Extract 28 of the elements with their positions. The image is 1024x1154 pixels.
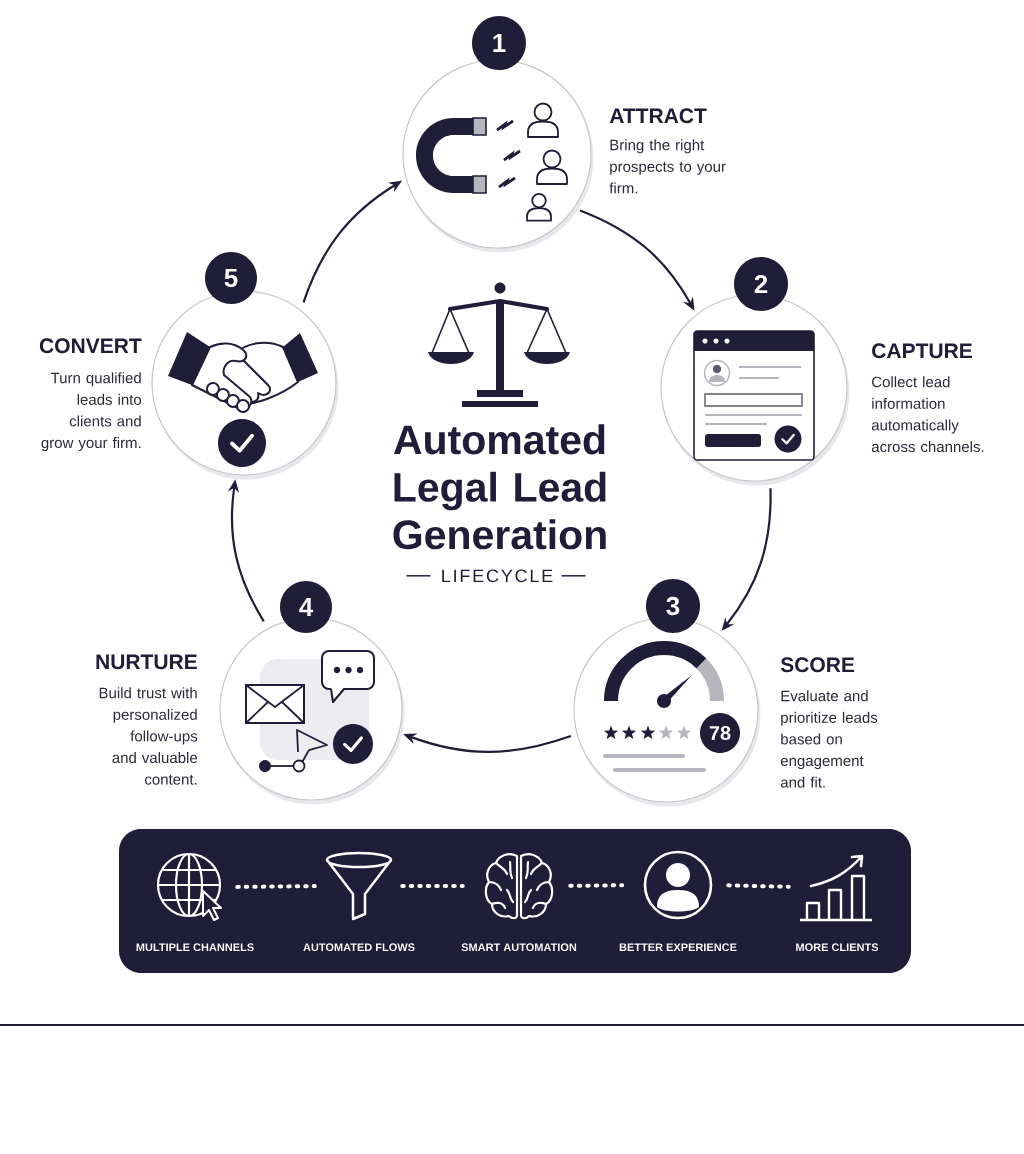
stage-heading: CONVERT xyxy=(39,338,142,354)
dotted-line xyxy=(568,883,625,888)
title: Automated Legal Lead Generation xyxy=(393,424,606,550)
number-badge: 5 xyxy=(205,252,257,304)
stage-description: Evaluate and prioritize leads based on engagement and fit. xyxy=(780,690,878,788)
feature-label: AUTOMATED FLOWS xyxy=(303,943,415,952)
number-badge: 1 xyxy=(472,16,526,70)
subtitle: LIFECYCLE xyxy=(442,569,553,583)
stage-description: Build trust with personalized follow-ups and valuable content. xyxy=(99,687,198,785)
stage-heading: ATTRACT xyxy=(609,108,707,124)
stage-heading: SCORE xyxy=(780,657,855,673)
stage-description: Collect lead information automatically across channels. xyxy=(871,376,984,453)
number-badge: 3 xyxy=(646,579,700,633)
dotted-line xyxy=(235,884,317,889)
stage-heading: NURTURE xyxy=(96,654,197,670)
dotted-line xyxy=(726,883,791,889)
feature-label: MULTIPLE CHANNELS xyxy=(136,943,254,952)
stage-heading: CAPTURE xyxy=(872,343,972,359)
number-badge: 2 xyxy=(734,257,788,311)
feature-label: BETTER EXPERIENCE xyxy=(619,943,737,952)
dotted-line xyxy=(400,884,465,888)
feature-label: MORE CLIENTS xyxy=(796,943,879,952)
stage-description: Bring the right prospects to your firm. xyxy=(609,139,726,194)
stage-description: Turn qualified leads into clients and grow your firm. xyxy=(41,372,142,452)
feature-band xyxy=(119,829,911,973)
score-badge: 78 xyxy=(700,713,740,753)
feature-label: SMART AUTOMATION xyxy=(461,943,577,952)
number-badge: 4 xyxy=(280,581,332,633)
